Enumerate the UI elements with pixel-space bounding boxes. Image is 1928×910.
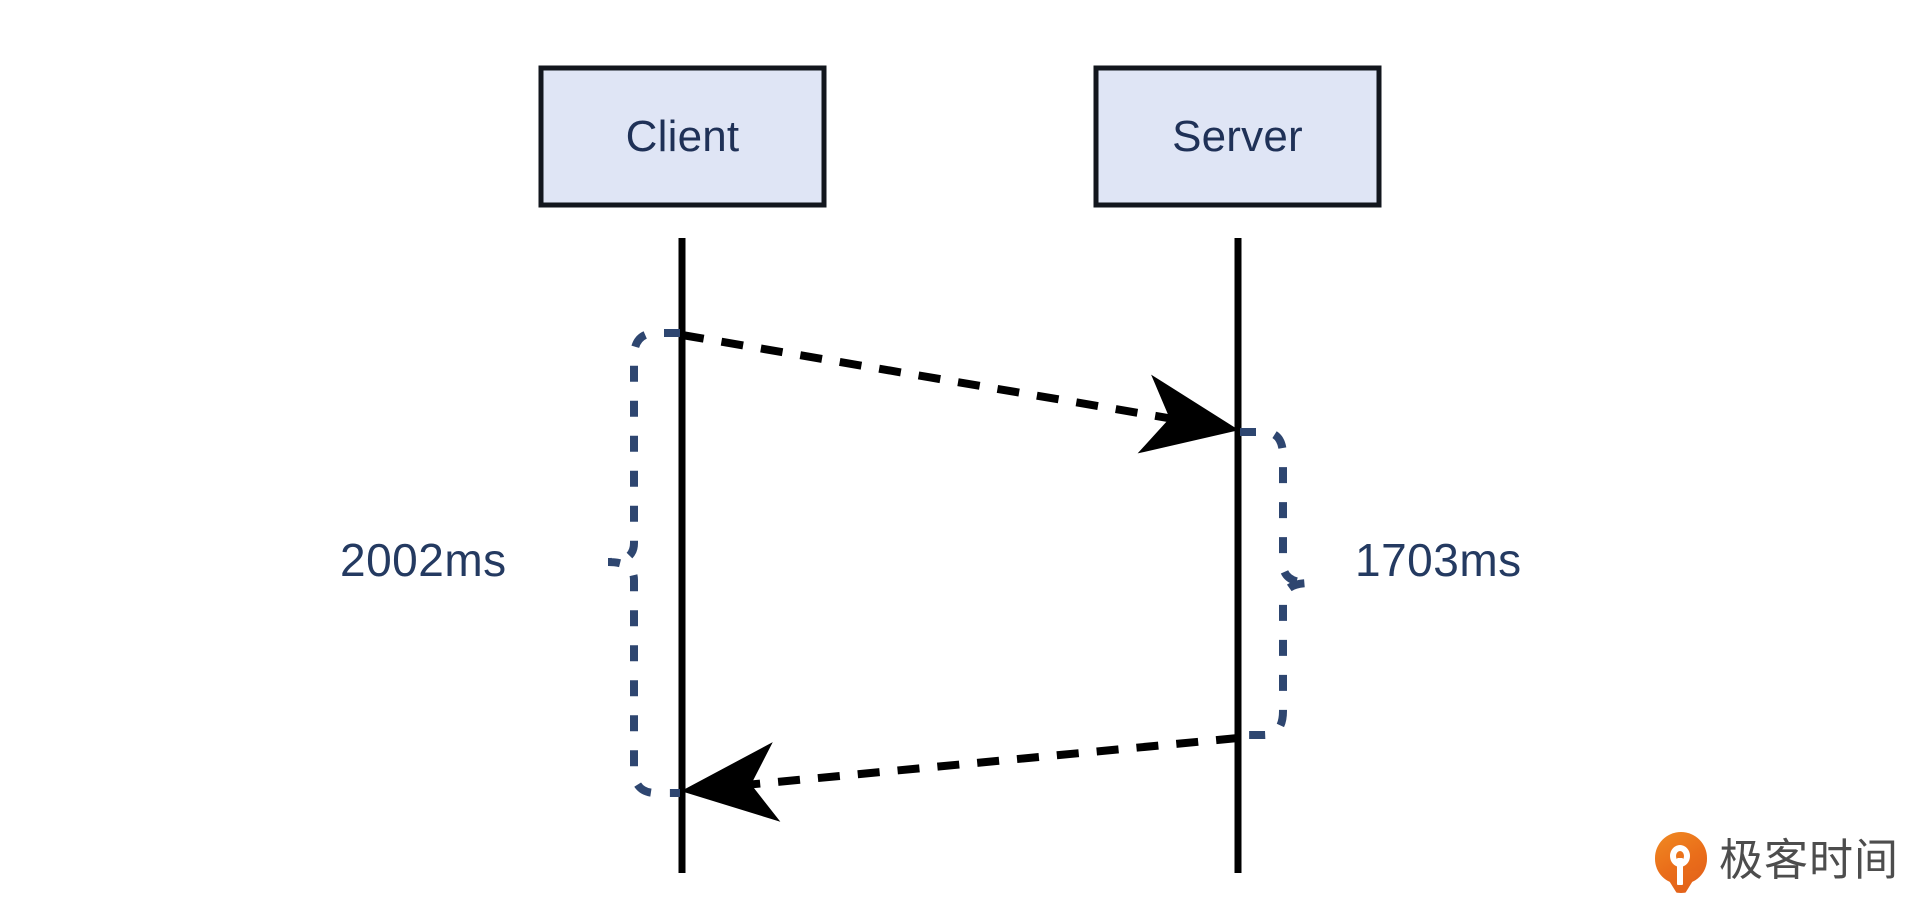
participant-box-server[interactable] (1093, 65, 1382, 208)
duration-brace-server (1240, 428, 1311, 739)
message-arrow-request (681, 331, 1239, 454)
watermark: 极客时间 (1655, 832, 1899, 890)
duration-brace-client (607, 329, 680, 797)
duration-label-server: 1703ms (1355, 534, 1522, 586)
duration-label-client: 2002ms (340, 534, 507, 586)
geektime-logo-icon (1655, 832, 1707, 890)
watermark-text: 极客时间 (1719, 835, 1899, 886)
message-arrow-response (681, 734, 1239, 822)
server-box-rect (1093, 65, 1382, 208)
client-box-rect (538, 65, 827, 208)
participant-box-client[interactable] (538, 65, 827, 208)
